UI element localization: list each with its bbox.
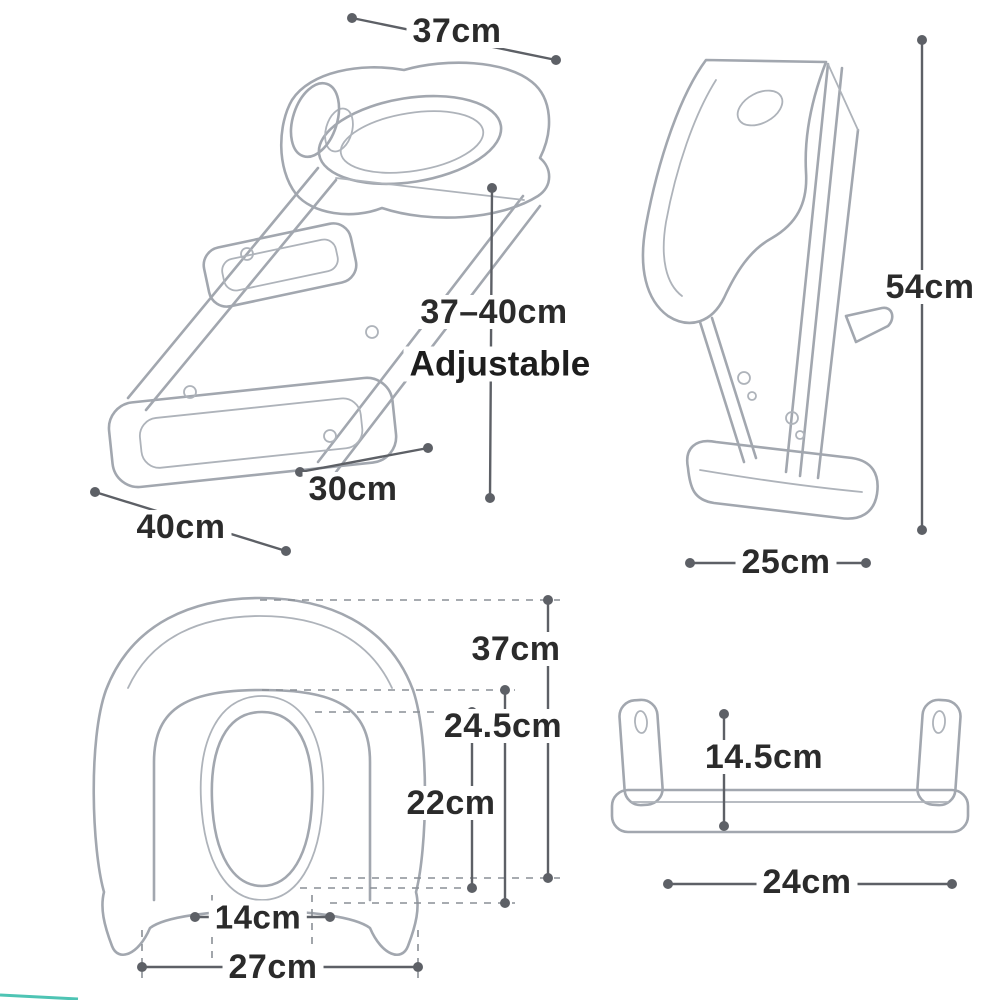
base-platform xyxy=(107,376,398,489)
folded-bolt-details xyxy=(737,371,805,440)
folded-seat-shell xyxy=(641,58,828,325)
seat-top-view-drawing xyxy=(92,596,560,978)
dim-label-seat-width: 37cm xyxy=(406,14,508,48)
dim-label-adjustable: Adjustable xyxy=(403,346,597,382)
dim-label-footboard-height: 14.5cm xyxy=(698,740,830,774)
seat-body xyxy=(279,61,551,219)
seat-ring-outer xyxy=(317,94,503,186)
front-bumper xyxy=(289,81,341,159)
teal-edge-accent xyxy=(0,993,79,1000)
folded-foot-peg xyxy=(844,306,894,344)
dim-label-step-depth: 30cm xyxy=(302,472,404,506)
footboard-right-slot xyxy=(932,710,946,734)
dim-label-opening-depth: 22cm xyxy=(400,786,502,820)
dim-label-folded-depth: 25cm xyxy=(735,545,837,579)
seat-opening xyxy=(210,710,314,888)
cushion-outline xyxy=(152,688,372,902)
dim-label-height-range: 37–40cm xyxy=(414,295,574,329)
assembled-view-drawing xyxy=(107,61,551,489)
footboard-left-cap xyxy=(618,698,664,807)
footboard-right-cap xyxy=(916,698,962,807)
folded-base xyxy=(685,439,879,520)
dim-label-opening-width: 14cm xyxy=(208,900,308,934)
footboard-left-slot xyxy=(634,710,648,734)
dim-label-folded-height: 54cm xyxy=(879,270,981,304)
dim-label-overall-depth: 37cm xyxy=(465,632,567,666)
ladder-step xyxy=(202,222,358,308)
dim-label-cushion-width: 27cm xyxy=(222,950,324,984)
dim-label-base-depth: 40cm xyxy=(130,510,232,544)
seat-ring-inner xyxy=(339,110,485,174)
seat-handle-hole xyxy=(324,107,354,153)
seat-top-brim-line xyxy=(127,615,393,689)
folded-handle-hole xyxy=(736,89,784,127)
bolt-details xyxy=(183,247,379,443)
folded-view-drawing xyxy=(641,58,894,520)
folded-base-line xyxy=(699,469,863,493)
dim-label-footboard-width: 24cm xyxy=(756,865,858,899)
footboard-tray xyxy=(610,788,970,834)
folded-strut xyxy=(698,316,758,464)
opening-rim xyxy=(199,695,325,901)
folded-ladder-rails xyxy=(784,62,860,480)
folded-seat-inner-line xyxy=(662,79,717,297)
footboard-view-drawing xyxy=(610,698,970,834)
dimension-lines xyxy=(90,13,957,972)
dim-label-cushion-depth: 24.5cm xyxy=(437,709,569,743)
seat-top-outline xyxy=(92,596,427,956)
